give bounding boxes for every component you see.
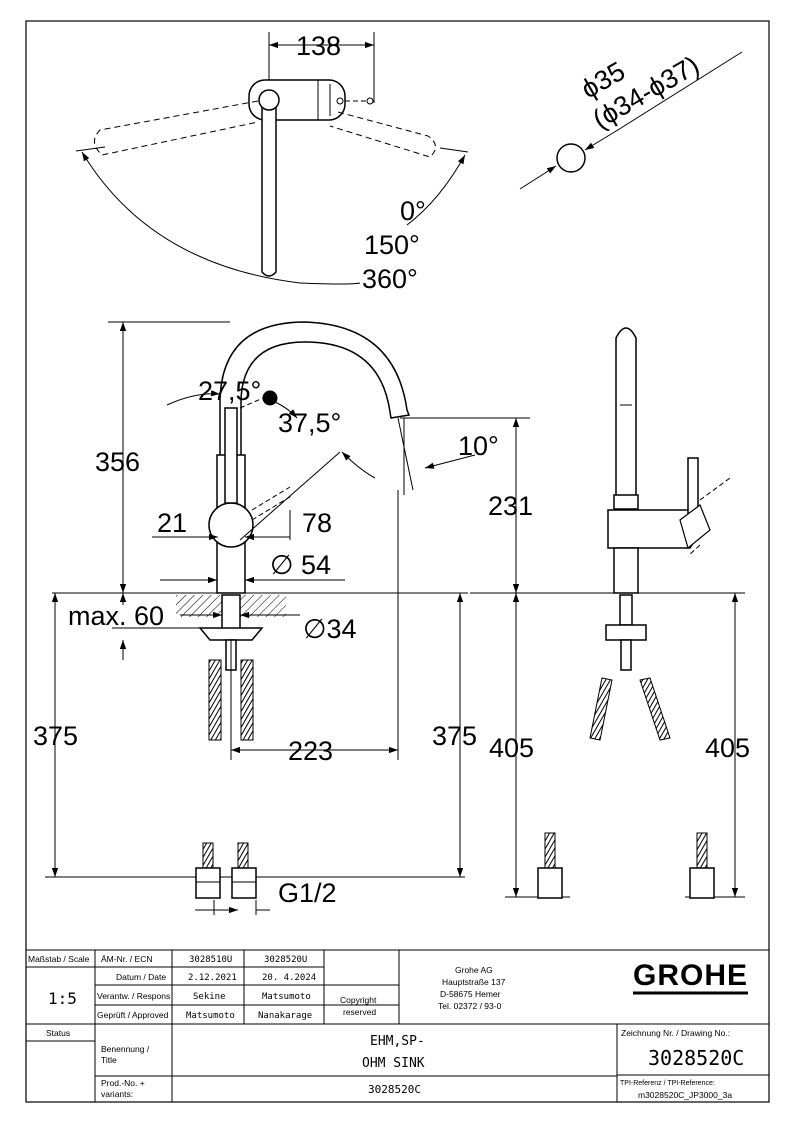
date-label: Datum / Date — [116, 972, 166, 982]
dim-405-right: 405 — [705, 733, 750, 763]
responsible-2: Matsumoto — [262, 992, 311, 1002]
angle-360: 360° — [362, 264, 418, 294]
approved-2: Nanakarage — [258, 1011, 312, 1021]
company-name: Grohe AG — [455, 965, 493, 975]
responsible-label: Verantw. / Respons — [97, 991, 170, 1001]
title-label-line-1: Benennung / — [101, 1044, 150, 1054]
thread-g12: G1/2 — [278, 878, 337, 908]
grohe-logo: GROHE — [633, 959, 748, 992]
diam-54: ∅ 54 — [270, 550, 331, 580]
title-block — [26, 949, 769, 1102]
prod-label-line-1: Prod.-No. + — [101, 1078, 145, 1088]
angle-37-5: 37,5° — [278, 408, 341, 438]
prod-label-line-2: variants: — [101, 1089, 133, 1099]
angle-27-5: 27,5° — [198, 376, 261, 406]
scale-value: 1:5 — [48, 989, 77, 1008]
angle-0: 0° — [400, 196, 426, 226]
dim-231: 231 — [488, 491, 533, 521]
tpi-ref: m3028520C_JP3000_3a — [638, 1090, 732, 1100]
drawing-no-label: Zeichnung Nr. / Drawing No.: — [621, 1028, 730, 1038]
drawing-no: 3028520C — [648, 1046, 744, 1070]
company-city: D-58675 Hemer — [440, 989, 501, 999]
dim-375-left: 375 — [33, 721, 78, 751]
approved-label: Geprüft / Approved — [97, 1010, 169, 1020]
tpi-label: TPI-Referenz / TPI-Reference: — [620, 1080, 715, 1087]
copyright-line-2: reserved — [343, 1007, 376, 1017]
dim-356: 356 — [95, 447, 140, 477]
copyright-line-1: Copyright — [340, 995, 377, 1005]
title-line-1: EHM,SP- — [370, 1034, 425, 1049]
status-label: Status — [46, 1028, 70, 1038]
angle-150: 150° — [364, 230, 420, 260]
max-60: max. 60 — [68, 601, 164, 631]
approved-1: Matsumoto — [186, 1011, 235, 1021]
ecn-2: 3028520U — [264, 955, 307, 965]
company-street: Hauptstraße 137 — [442, 977, 506, 987]
dim-21: 21 — [157, 508, 187, 538]
company-tel: Tel. 02372 / 93-0 — [438, 1001, 502, 1011]
dim-375-right: 375 — [432, 721, 477, 751]
ecn-label: ÄM-Nr. / ECN — [101, 954, 152, 964]
ecn-1: 3028510U — [189, 955, 232, 965]
date-2: 20. 4.2024 — [262, 973, 316, 983]
title-label-line-2: Title — [101, 1055, 117, 1065]
dim-138: 138 — [296, 31, 341, 61]
side-view — [470, 327, 745, 899]
sheet-border — [25, 20, 770, 1103]
dim-405-mid: 405 — [489, 733, 534, 763]
prod-no: 3028520C — [368, 1083, 421, 1096]
angle-10: 10° — [458, 431, 499, 461]
mounting-hole-detail — [519, 51, 743, 190]
front-view — [45, 321, 530, 915]
dim-78: 78 — [302, 508, 332, 538]
dim-223: 223 — [288, 736, 333, 766]
scale-label: Maßstab / Scale — [28, 954, 90, 964]
diam-34: ∅34 — [303, 614, 357, 644]
date-1: 2.12.2021 — [188, 973, 237, 983]
top-view — [75, 32, 469, 285]
title-line-2: OHM SINK — [362, 1056, 425, 1071]
responsible-1: Sekine — [193, 992, 226, 1002]
